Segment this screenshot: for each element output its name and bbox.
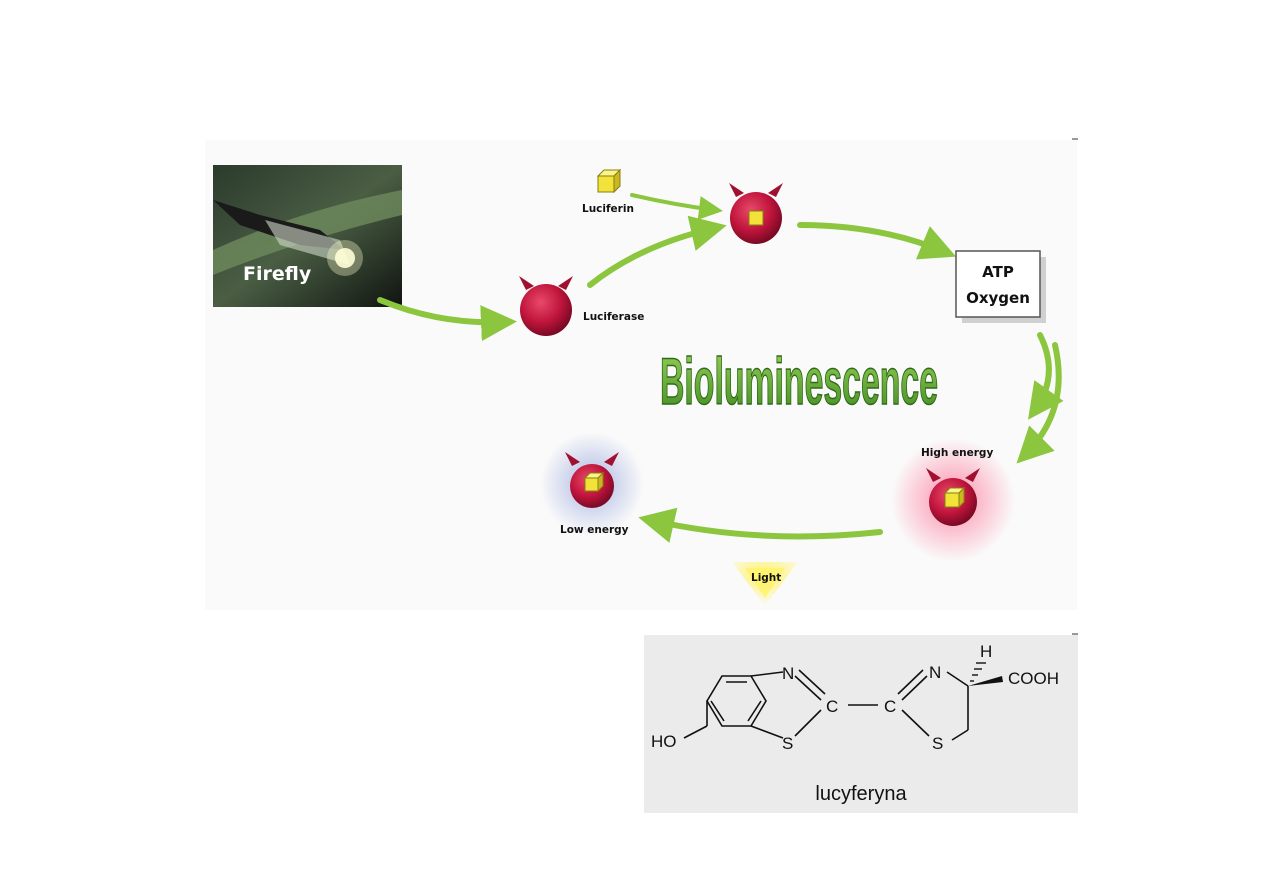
enzyme-luciferin-complex-icon	[729, 183, 783, 244]
arrow-luciferin-to-complex	[630, 193, 723, 220]
light-icon	[732, 562, 798, 606]
cycle-arrows	[377, 193, 1064, 543]
atp-label: ATP	[982, 263, 1014, 281]
arrow-complex-to-atp	[797, 222, 957, 260]
luciferin-structure-panel: N S C C N S H HO COOH lucyferyna	[644, 635, 1078, 813]
luciferase-enzyme-icon	[519, 276, 573, 336]
high-energy-complex-icon	[891, 438, 1015, 562]
diagram-title: Bioluminescence	[660, 344, 938, 418]
atom-c2: C	[884, 697, 896, 716]
low-energy-complex-icon	[540, 432, 644, 536]
atom-c1: C	[826, 697, 838, 716]
low-energy-label: Low energy	[560, 524, 629, 536]
hash-bond	[970, 662, 986, 682]
atom-n1: N	[782, 664, 794, 683]
arrow-atp-down-2	[1016, 342, 1062, 464]
firefly-photo: Firefly	[213, 165, 402, 307]
group-ho: HO	[651, 732, 677, 751]
luciferase-label: Luciferase	[583, 311, 644, 323]
firefly-label: Firefly	[243, 263, 312, 285]
arrow-atp-down-1	[1028, 332, 1064, 420]
atom-s2: S	[932, 734, 943, 753]
structure-name: lucyferyna	[815, 783, 907, 805]
atom-s1: S	[782, 734, 793, 753]
arrow-high-to-low	[638, 507, 883, 543]
high-energy-label: High energy	[921, 447, 993, 459]
group-cooh: COOH	[1008, 669, 1059, 688]
atp-oxygen-box: ATP Oxygen	[955, 250, 1046, 323]
atom-h: H	[980, 642, 992, 661]
oxygen-label: Oxygen	[966, 289, 1030, 307]
luciferin-cube-icon	[596, 168, 622, 194]
structure-bonds	[683, 669, 969, 741]
arrow-luciferase-to-complex	[587, 215, 727, 288]
arrow-firefly-to-luciferase	[377, 297, 517, 342]
light-label: Light	[751, 572, 781, 584]
atom-n2: N	[929, 663, 941, 682]
wedge-bond	[968, 676, 1003, 686]
luciferin-label: Luciferin	[582, 203, 634, 215]
